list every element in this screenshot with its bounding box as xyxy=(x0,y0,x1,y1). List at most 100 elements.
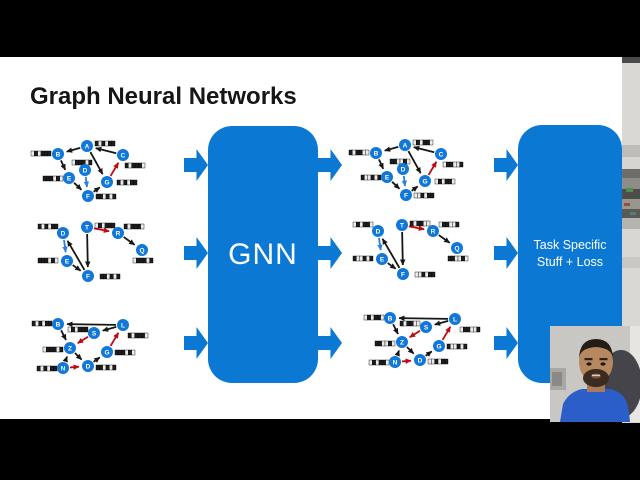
graph-node-label: E xyxy=(67,175,72,182)
graph-node-label: C xyxy=(439,151,444,158)
graph-edge-D-E xyxy=(377,237,383,251)
graph-node-B xyxy=(370,147,382,159)
feature-vector-C xyxy=(124,162,146,169)
graph-node-label: B xyxy=(56,321,61,328)
webcam-overlay xyxy=(550,326,640,422)
graph-node-label: E xyxy=(385,174,390,181)
flow-arrow-gnn-out-3 xyxy=(318,327,342,359)
graph-node-T xyxy=(396,219,408,231)
graph-node-label: B xyxy=(374,150,379,157)
flow-arrow-gnn-out-2 xyxy=(318,237,342,269)
feature-vector-T xyxy=(94,222,116,229)
feature-vector-G xyxy=(114,349,136,356)
graph-node-G xyxy=(419,175,431,187)
graph-edge-F-G xyxy=(411,185,419,192)
graph-edge-E-F xyxy=(73,182,83,191)
graph-edge-L-B xyxy=(398,315,449,321)
graph-edge-B-Z xyxy=(60,329,67,341)
graph-edge-E-F xyxy=(72,264,82,272)
person-eyebrow-right xyxy=(599,358,608,361)
graph-node-B xyxy=(52,148,64,160)
graph-node-Q xyxy=(136,244,148,256)
graph-edge-B-E xyxy=(378,158,385,170)
graph-node-D xyxy=(397,163,409,175)
graph-node-A xyxy=(81,140,93,152)
graph-node-R xyxy=(427,225,439,237)
graph-node-Q xyxy=(451,242,463,254)
graph-node-label: L xyxy=(453,316,457,323)
graph-node-L xyxy=(449,313,461,325)
graph-node-label: F xyxy=(404,192,408,199)
feature-vector-Q xyxy=(447,255,469,262)
feature-vector-E xyxy=(37,257,59,264)
person-shirt xyxy=(560,389,630,422)
task-box-label-line1: Task Specific xyxy=(533,238,607,253)
graph-node-N xyxy=(57,362,69,374)
feature-vector-A xyxy=(412,139,434,146)
feature-vector-T xyxy=(409,220,431,227)
feature-vector-Q xyxy=(132,257,154,264)
graph-edge-L-B xyxy=(66,321,117,327)
feature-vector-N xyxy=(368,359,390,366)
graph-node-label: D xyxy=(61,230,66,237)
feature-vector-D xyxy=(427,358,449,365)
person-eye-left xyxy=(586,362,592,366)
graph-node-D xyxy=(57,227,69,239)
graph-node-label: Z xyxy=(400,339,404,346)
graph-node-label: S xyxy=(92,330,97,337)
feature-vector-C xyxy=(442,161,464,168)
graph-node-label: Q xyxy=(454,245,459,252)
graph-node-label: A xyxy=(403,142,408,149)
graph-edge-S-Z xyxy=(77,335,89,344)
feature-vector-N xyxy=(36,365,58,372)
graph-edge-F-G xyxy=(93,186,101,193)
graph-edge-A-G xyxy=(89,151,104,175)
graph-node-C xyxy=(117,149,129,161)
graph-edge-B-E xyxy=(60,159,67,171)
graph-edge-A-G xyxy=(407,150,422,174)
graph-edge-E-F xyxy=(391,181,401,190)
feature-vector-R xyxy=(123,223,145,230)
feature-vector-G xyxy=(434,178,456,185)
graph-node-S xyxy=(88,327,100,339)
graph-node-C xyxy=(435,148,447,160)
graph-node-label: R xyxy=(431,228,436,235)
graph-edge-N-D xyxy=(69,364,80,370)
graph-node-F xyxy=(82,190,94,202)
feature-vector-Z xyxy=(42,346,64,353)
graph-node-label: F xyxy=(401,271,405,278)
graph-edge-A-B xyxy=(384,145,399,152)
graph-node-D xyxy=(82,360,94,372)
graph-node-S xyxy=(420,321,432,333)
graph-node-label: N xyxy=(61,365,66,372)
feature-vector-B xyxy=(348,149,370,156)
bottom-letterbox-bar xyxy=(0,419,640,480)
graph-edge-G-C xyxy=(427,161,438,176)
feature-vector-D xyxy=(37,223,59,230)
graph-edge-G-L xyxy=(109,332,120,347)
graph-node-label: Q xyxy=(139,247,144,254)
window-strip-green-pixel xyxy=(626,188,633,192)
graph-edge-B-Z xyxy=(392,323,399,335)
feature-vector-L xyxy=(127,332,149,339)
feature-vector-G xyxy=(446,343,468,350)
graph-node-label: B xyxy=(388,315,393,322)
graph-node-label: G xyxy=(422,178,427,185)
graph-node-A xyxy=(399,139,411,151)
feature-vector-F xyxy=(99,273,121,280)
graph-edge-F-D xyxy=(381,238,401,269)
feature-vector-S xyxy=(67,326,89,333)
graph-node-E xyxy=(61,255,73,267)
graph-edge-T-F xyxy=(84,233,91,268)
window-strip-teal-pixel xyxy=(630,212,636,215)
feature-vector-D xyxy=(352,221,374,228)
graph-edge-G-C xyxy=(109,162,120,177)
graph-node-label: N xyxy=(393,359,398,366)
graph-node-B xyxy=(384,312,396,324)
graph-edge-T-R xyxy=(93,227,110,233)
graph-edge-R-Q xyxy=(123,236,136,246)
graph-node-E xyxy=(63,172,75,184)
